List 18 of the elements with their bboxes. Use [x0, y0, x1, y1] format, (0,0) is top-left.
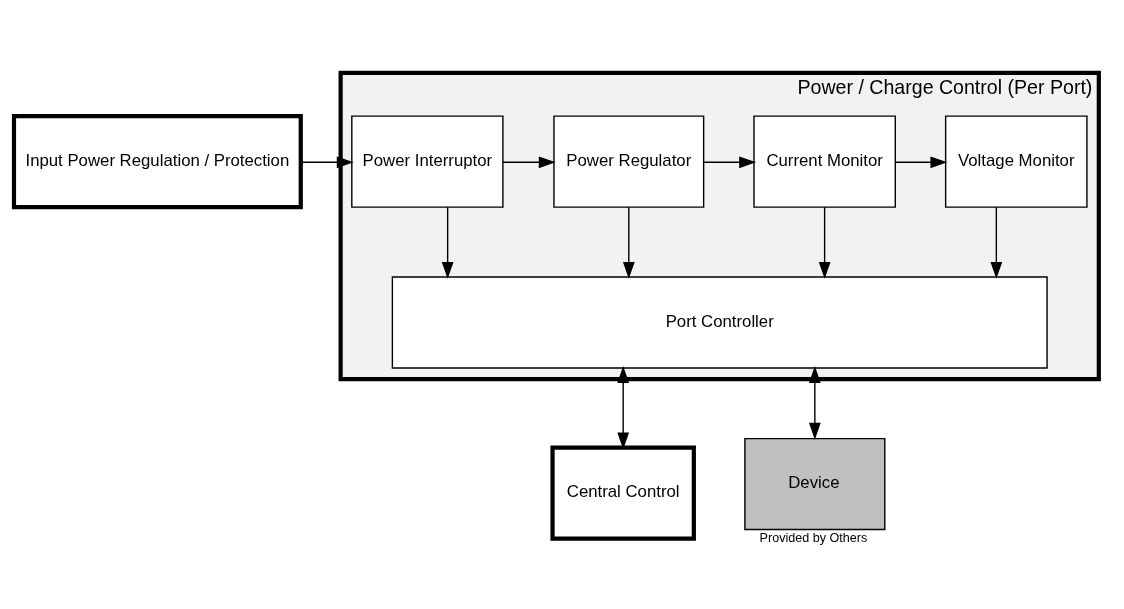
node-box: Voltage Monitor [944, 114, 1088, 208]
arrow [441, 206, 454, 279]
arrow [622, 206, 635, 279]
arrow [300, 155, 354, 168]
node-box: Input Power Regulation / Protection [11, 113, 303, 209]
node-box: Central Control [550, 445, 696, 541]
node-box: Power Interruptor [351, 114, 504, 208]
node-box: Power Regulator [553, 114, 705, 208]
arrow [617, 365, 630, 449]
node-box: Current Monitor [753, 114, 896, 208]
arrow [703, 155, 756, 168]
arrow [990, 206, 1003, 279]
arrow [818, 206, 831, 279]
arrow [894, 155, 948, 168]
arrow [502, 155, 556, 168]
node-label: Provided by Others [759, 530, 868, 545]
node-box: Port Controller [391, 275, 1048, 369]
arrow [808, 365, 821, 440]
